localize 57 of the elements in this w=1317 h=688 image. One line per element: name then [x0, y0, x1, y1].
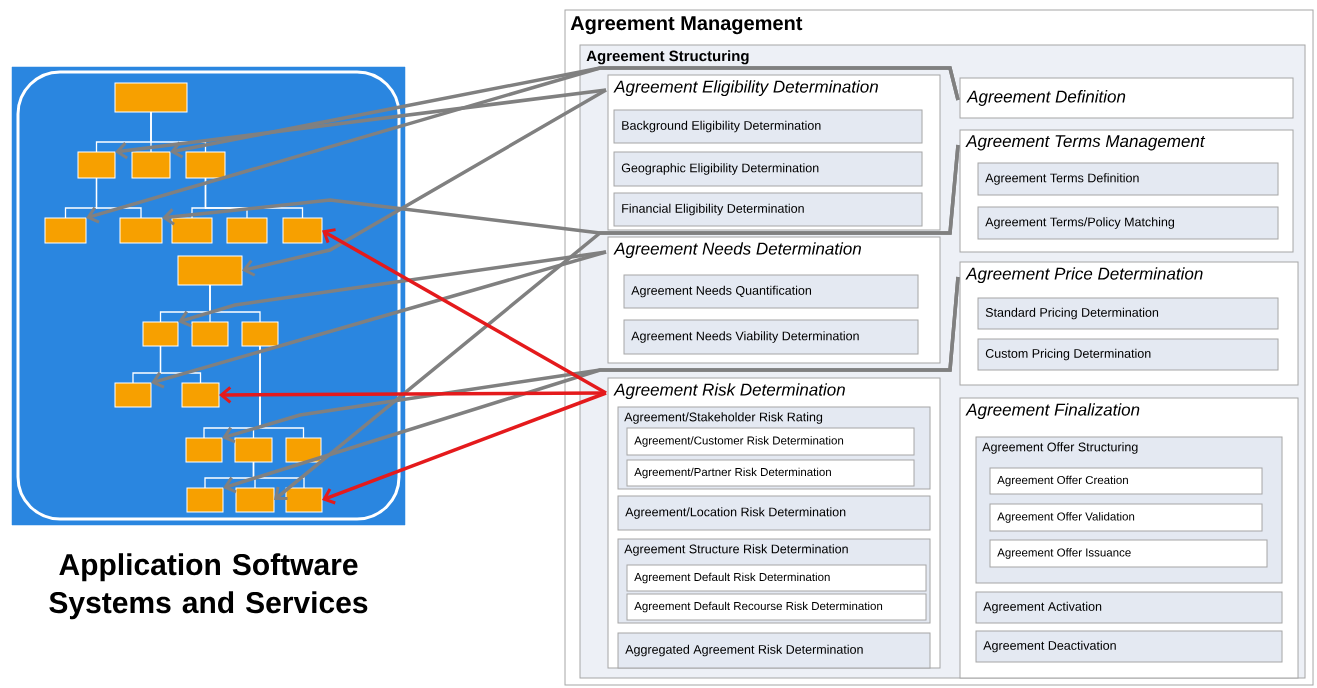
tree-box	[285, 437, 322, 463]
function-box: Agreement/Partner Risk Determination	[626, 459, 915, 487]
function-box: Agreement/Customer Risk Determination	[626, 427, 915, 456]
tree-box	[186, 487, 224, 513]
arrow	[178, 250, 607, 328]
arrow	[274, 144, 960, 501]
function-box: Agreement Offer Validation	[989, 503, 1263, 532]
connector-line	[159, 345, 202, 384]
connector-line	[252, 461, 305, 489]
tree-box	[44, 217, 87, 244]
tree-box	[282, 217, 323, 244]
function-box: Aggregated Agreement Risk Determination	[617, 632, 931, 669]
arrow	[322, 228, 607, 395]
tree-box	[171, 217, 213, 244]
arrow	[223, 276, 960, 494]
function-box: Agreement Offer Creation	[989, 467, 1263, 495]
tree-box	[234, 437, 273, 463]
tree-box	[285, 487, 323, 513]
connector-line	[259, 345, 305, 439]
function-box: Geographic Eligibility Determination	[613, 151, 923, 187]
tree-box	[181, 382, 220, 408]
tree-box	[185, 151, 226, 179]
tree-box	[142, 321, 179, 347]
panel-label: Application Software Systems and Services	[49, 553, 368, 620]
tree-box	[185, 437, 223, 463]
function-box: Agreement Activation	[975, 591, 1283, 624]
tree-box	[235, 487, 275, 513]
function-box: Agreement Definition	[959, 77, 1294, 119]
function-box: Agreement Needs Viability Determination	[623, 319, 919, 355]
function-box: Agreement/Location Risk Determination	[617, 495, 931, 531]
function-box: Agreement Offer Issuance	[989, 539, 1268, 568]
function-box: Agreement Needs Quantification	[623, 274, 919, 309]
tree-box	[77, 151, 116, 179]
tree-box	[191, 321, 229, 347]
function-box: Standard Pricing Determination	[977, 297, 1279, 330]
arrow	[151, 250, 607, 389]
tree-box	[114, 382, 152, 408]
arrow	[322, 391, 607, 505]
arrow	[86, 66, 960, 224]
connector-line	[209, 284, 261, 323]
function-box: Custom Pricing Determination	[977, 338, 1279, 371]
tree-box	[119, 217, 163, 244]
tree-box	[226, 217, 268, 244]
tree-box	[131, 151, 171, 179]
function-box: Agreement Terms/Policy Matching	[977, 206, 1279, 240]
tree-box	[177, 255, 243, 286]
function-box: Agreement Terms Definition	[977, 162, 1279, 196]
function-box: Financial Eligibility Determination	[613, 192, 923, 227]
function-box: Agreement Default Recourse Risk Determination	[626, 593, 927, 621]
connector-line	[95, 177, 142, 219]
arrow	[115, 88, 607, 160]
function-box: Background Eligibility Determination	[613, 109, 923, 144]
tree-box	[114, 82, 188, 113]
arrow	[242, 88, 607, 277]
function-box: Agreement Default Risk Determination	[626, 564, 927, 592]
tree-box	[241, 321, 279, 347]
function-box: Agreement Deactivation	[975, 630, 1283, 663]
